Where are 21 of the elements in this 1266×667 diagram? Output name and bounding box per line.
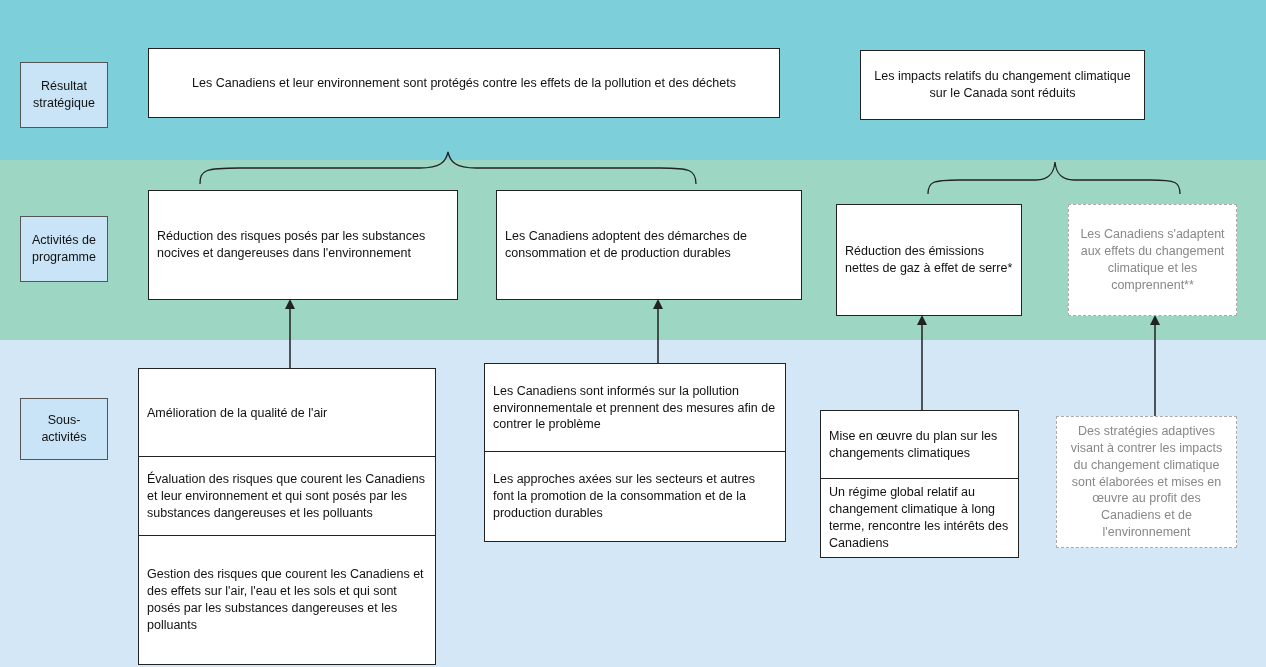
sub-activity-box: Les approches axées sur les secteurs et autres font la promotion de la consommation et de la production durables (484, 451, 786, 542)
sub-activity-box: Gestion des risques que courent les Canadiens et des effets sur l'air, l'eau et les sols et qui sont posés par les substances dangereuses et les polluants (138, 535, 436, 665)
arrow (1150, 315, 1160, 417)
activity-box: Réduction des émissions nettes de gaz à effet de serre* (836, 204, 1022, 316)
arrow (285, 299, 295, 369)
row-label: Sous-activités (20, 398, 108, 460)
sub-activity-box: Évaluation des risques que courent les Canadiens et leur environnement et qui sont posés par les substances dangereuses et les polluants (138, 456, 436, 537)
sub-activity-box: Les Canadiens sont informés sur la pollution environnementale et prennent des mesures afin de contrer le problème (484, 363, 786, 453)
activity-box: Les Canadiens s'adaptent aux effets du changement climatique et les comprennent** (1068, 204, 1237, 316)
activity-box: Les Canadiens adoptent des démarches de consommation et de production durables (496, 190, 802, 300)
outcome-box: Les Canadiens et leur environnement sont protégés contre les effets de la pollution et des déchets (148, 48, 780, 118)
arrow (653, 299, 663, 364)
activity-box: Réduction des risques posés par les substances nocives et dangereuses dans l'environnement (148, 190, 458, 300)
arrow (917, 315, 927, 411)
sub-activity-box: Un régime global relatif au changement climatique à long terme, rencontre les intérêts des Canadiens (820, 478, 1019, 558)
sub-activity-box: Mise en œuvre du plan sur les changements climatiques (820, 410, 1019, 480)
row-label: Activités de programme (20, 216, 108, 282)
row-label: Résultat stratégique (20, 62, 108, 128)
sub-activity-box: Amélioration de la qualité de l'air (138, 368, 436, 458)
outcome-box: Les impacts relatifs du changement climatique sur le Canada sont réduits (860, 50, 1145, 120)
sub-activity-box: Des stratégies adaptives visant à contrer les impacts du changement climatique sont élaborées et mises en œuvre au profit des Canadiens et de l'environnement (1056, 416, 1237, 548)
